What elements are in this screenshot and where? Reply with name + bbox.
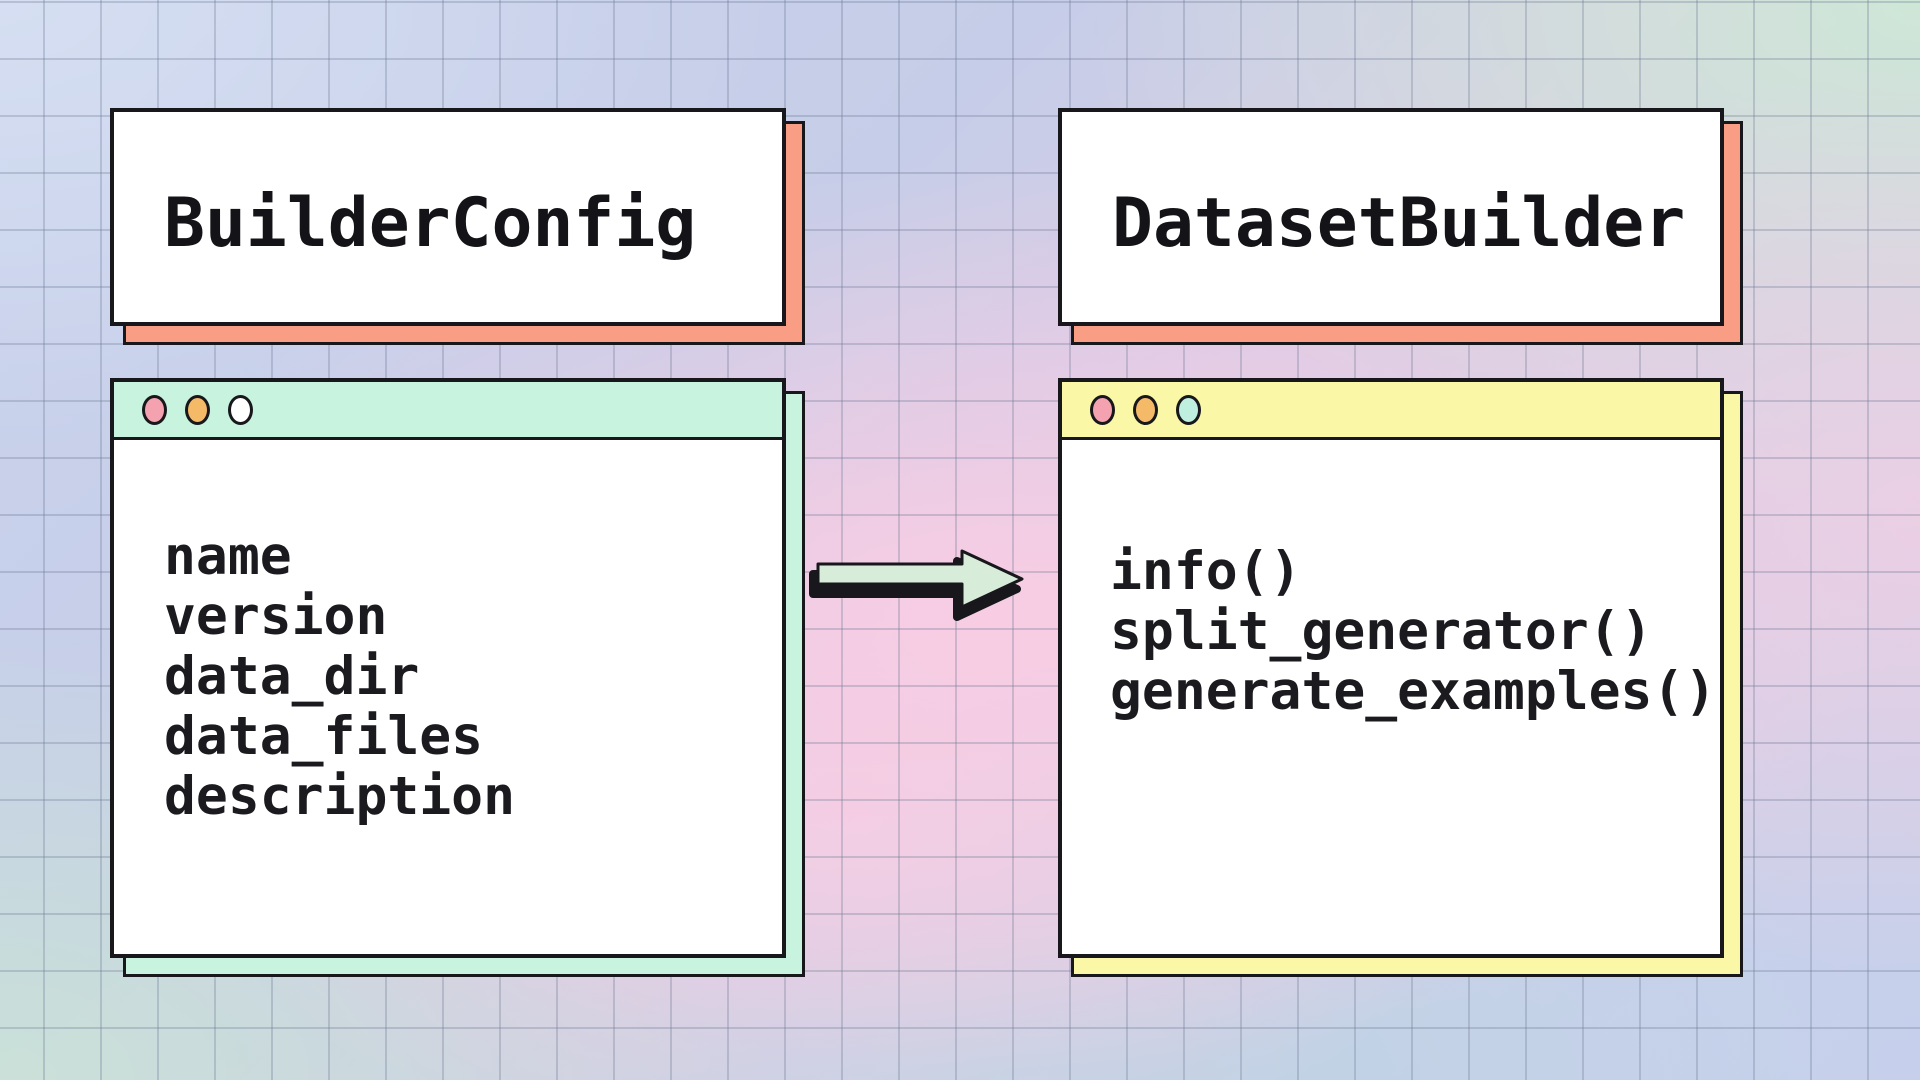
field-item: data_dir — [164, 646, 420, 707]
method-item: info() — [1110, 541, 1302, 602]
field-item: data_files — [164, 706, 484, 767]
methods-window-titlebar — [1062, 382, 1720, 440]
field-item: name — [164, 526, 292, 587]
window-control-dot-icon — [142, 394, 167, 425]
method-item: generate_examples() — [1110, 661, 1717, 722]
datasetbuilder-title: DatasetBuilder — [1112, 183, 1686, 263]
methods-window: info() split_generator() generate_exampl… — [1058, 378, 1724, 958]
flow-arrow-icon — [804, 544, 1040, 622]
field-item: description — [164, 766, 515, 827]
window-control-dot-icon — [228, 394, 253, 425]
field-item: version — [164, 586, 388, 647]
datasetbuilder-title-card: DatasetBuilder — [1058, 108, 1724, 326]
window-control-dot-icon — [185, 394, 210, 425]
window-control-dot-icon — [1090, 394, 1115, 425]
methods-window-body: info() split_generator() generate_exampl… — [1062, 440, 1720, 954]
fields-window-titlebar — [114, 382, 782, 440]
builderconfig-title: BuilderConfig — [164, 183, 697, 263]
builderconfig-title-card: BuilderConfig — [110, 108, 786, 326]
fields-window-body: name version data_dir data_files descrip… — [114, 440, 782, 954]
fields-window: name version data_dir data_files descrip… — [110, 378, 786, 958]
window-control-dot-icon — [1176, 394, 1201, 425]
window-control-dot-icon — [1133, 394, 1158, 425]
method-item: split_generator() — [1110, 601, 1653, 662]
